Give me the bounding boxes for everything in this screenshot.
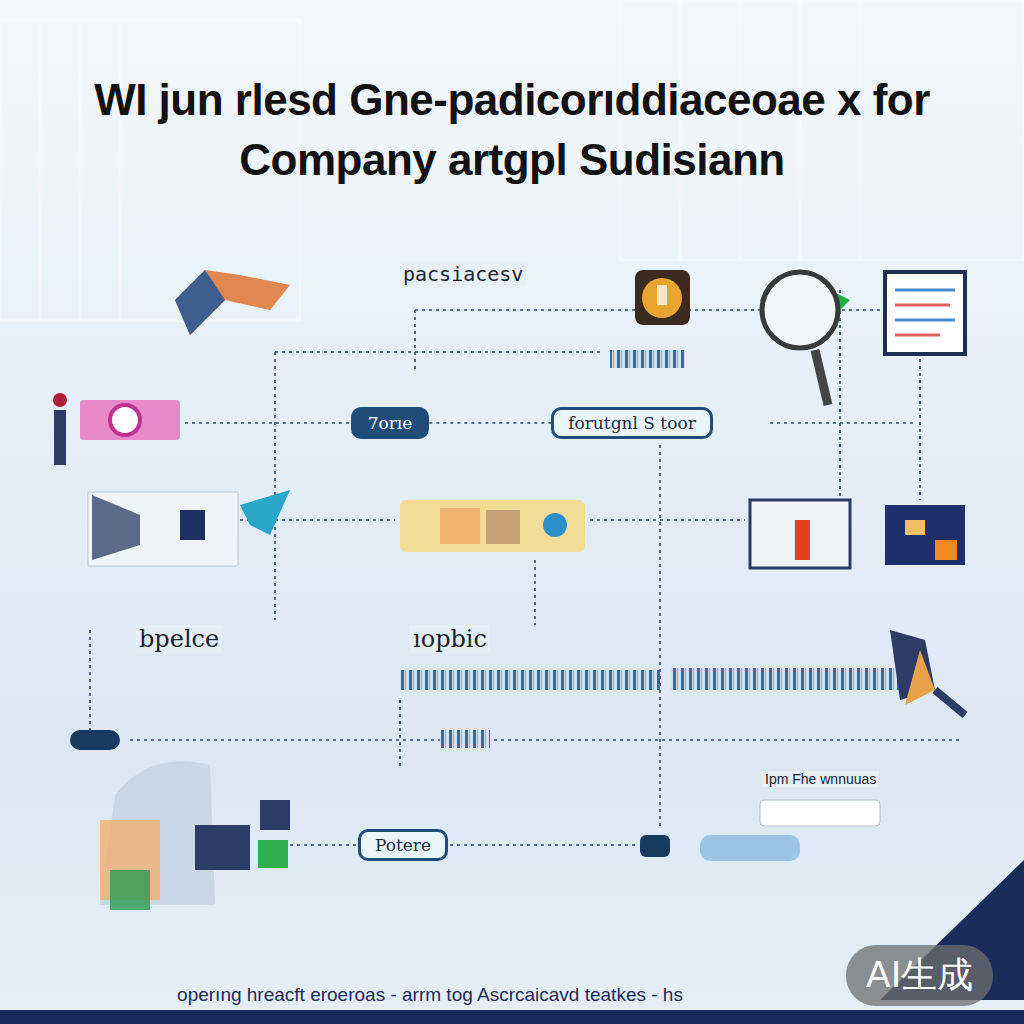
node-text: 7orıe: [368, 413, 413, 433]
node-text: Potere: [375, 835, 431, 855]
label: ıopbic: [410, 625, 490, 653]
barcode-bands: [400, 350, 910, 748]
footer-bar: [0, 1010, 1024, 1024]
pill-box: 7orıe: [351, 407, 430, 439]
building-background: [0, 0, 1024, 320]
label: pacsiacesv: [400, 262, 526, 286]
dotted-lines: [90, 290, 960, 845]
pill-box: forutgnl S toor: [551, 407, 713, 439]
caption: operıng hreacft eroeroas - arrm tog Ascr…: [0, 984, 860, 1006]
label: Ipm Fhe wnnuuas: [762, 771, 879, 787]
dotted-connector: [429, 422, 551, 424]
icons: [53, 270, 965, 910]
title: WI jun rlesd Gne-padicorıddiaceoae x for…: [30, 70, 994, 190]
node-text: forutgnl S toor: [568, 413, 696, 433]
label: bpelce: [136, 625, 222, 653]
watermark: AI生成: [846, 945, 993, 1006]
pill-box: Potere: [358, 829, 448, 861]
